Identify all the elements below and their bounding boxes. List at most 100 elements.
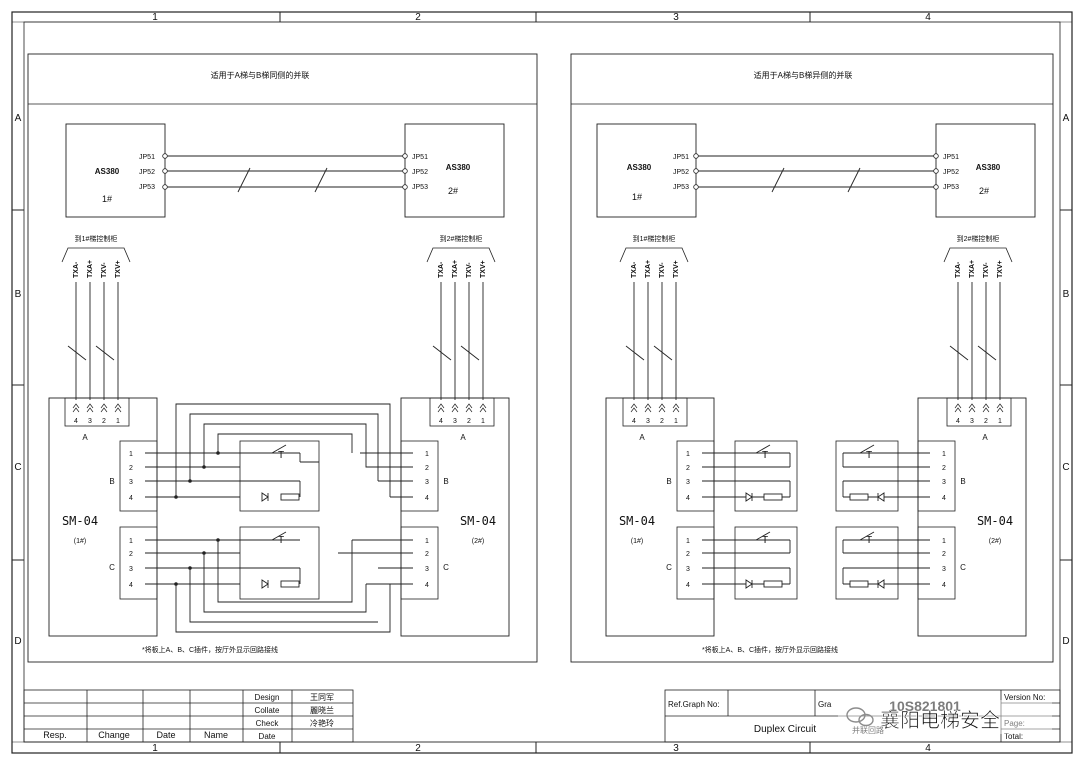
sign-role-check: Check: [256, 719, 280, 728]
left-board-1-unit: (1#): [74, 538, 86, 545]
left-board-1-name: SM-04: [62, 514, 98, 528]
right-board-1-connector-c-label: C: [666, 563, 672, 572]
left-c1-pin-4: 4: [129, 582, 133, 589]
right-controller-2-port-jp51: JP51: [943, 154, 959, 161]
left-c2-pin-3: 3: [425, 566, 429, 573]
left-panel-note: *将板上A、B、C插件，按厅外显示回路接线: [142, 645, 278, 654]
right-board-1-unit: (1#): [631, 538, 643, 545]
left-cross-wiring: [145, 403, 413, 633]
right-board-1-connector-a: [622, 397, 688, 427]
right-button-lamp-1c: [734, 526, 798, 600]
right-board-2-connector-a-label: A: [982, 433, 988, 442]
page-label: Page:: [1004, 719, 1025, 728]
right-jp5-terminals: [693, 153, 939, 190]
left-board-1-connector-a-label: A: [82, 433, 88, 442]
graph-label: Gra: [818, 700, 832, 709]
right-controller-1-model: AS380: [627, 163, 652, 172]
right-board-2-a-pin-4: 4: [956, 418, 960, 425]
left-bc-pin-numbers: 1 2 3 4 1 2 3 4 1 2 3 4 1 2 3 4: [129, 451, 429, 589]
col-label-bottom-3: 3: [673, 743, 679, 754]
right-board-2-connector-b: [917, 440, 956, 512]
right-c1-pin-2: 2: [686, 551, 690, 558]
right-bus-1-txa-plus: TXA+: [645, 260, 652, 278]
right-board-2-name: SM-04: [977, 514, 1013, 528]
left-c1-pin-1: 1: [129, 538, 133, 545]
left-cabinet-2-label: 到2#梯控制柜: [440, 234, 483, 243]
right-button-lamp-2c: [835, 526, 899, 600]
left-bus-2-txa-minus: TXA-: [438, 261, 445, 278]
left-controller-2-model: AS380: [446, 163, 471, 172]
left-panel-border: [27, 53, 538, 663]
left-jp5-wires: [165, 155, 405, 193]
sign-role-collate: Collate: [255, 706, 280, 715]
right-board-1-a-pin-3: 3: [646, 418, 650, 425]
right-panel-title: 适用于A梯与B梯异侧的并联: [754, 70, 853, 80]
drawing-frame: [11, 11, 1073, 754]
col-label-top-2: 2: [415, 12, 421, 23]
left-board-1-a-pin-3: 3: [88, 418, 92, 425]
right-bus-wires: [625, 282, 1001, 400]
sign-role-design: Design: [255, 693, 280, 702]
left-board-2-connector-c-label: C: [443, 563, 449, 572]
left-b1-pin-1: 1: [129, 451, 133, 458]
drawing-title-cn: 并联回路: [852, 725, 884, 735]
right-board-1-a-pin-1: 1: [674, 418, 678, 425]
right-2b-switch-glyph: T: [866, 450, 872, 461]
left-board-2-a-pin-3: 3: [453, 418, 457, 425]
left-bus-1-txa-minus: TXA-: [73, 261, 80, 278]
right-board-1-name: SM-04: [619, 514, 655, 528]
left-b2-pin-3: 3: [425, 479, 429, 486]
row-label-left-b: B: [15, 289, 22, 300]
left-board-2-connector-b-label: B: [443, 477, 448, 486]
right-c2-pin-3: 3: [942, 566, 946, 573]
right-controller-2-unit: 2#: [979, 186, 989, 196]
right-cabinet-2-bracket: [943, 247, 1013, 263]
right-controller-1-unit: 1#: [632, 192, 642, 202]
header-change: Change: [98, 730, 130, 740]
left-board-1-a-pin-2: 2: [102, 418, 106, 425]
left-controller-1-port-jp53: JP53: [139, 184, 155, 191]
left-c2-pin-2: 2: [425, 551, 429, 558]
right-c1-pin-3: 3: [686, 566, 690, 573]
row-label-left-a: A: [15, 113, 22, 124]
right-board-1-connector-a-label: A: [639, 433, 645, 442]
right-b1-pin-4: 4: [686, 495, 690, 502]
right-a-pin-arrows: [630, 403, 1004, 413]
watermark: 襄阳电梯安全: [838, 700, 1052, 734]
right-button-lamp-2b: [835, 440, 899, 512]
row-label-right-d: D: [1062, 636, 1069, 647]
wechat-icon: [846, 707, 874, 727]
left-button-lamp-upper: [239, 440, 320, 512]
right-b2-pin-2: 2: [942, 465, 946, 472]
left-bus-2-txv-plus: TXV+: [480, 260, 487, 278]
left-b1-pin-2: 2: [129, 465, 133, 472]
ref-graph-label: Ref.Graph No:: [668, 700, 720, 709]
sign-name-collate: 麗晓兰: [310, 705, 334, 715]
right-panel-border: [570, 53, 1054, 663]
right-c2-pin-4: 4: [942, 582, 946, 589]
left-panel-title: 适用于A梯与B梯同侧的并联: [211, 70, 310, 80]
left-button-lamp-lower: [239, 526, 320, 600]
right-board-2-a-pin-1: 1: [998, 418, 1002, 425]
left-board-2-a-pin-4: 4: [439, 418, 443, 425]
right-cabinet-2-label: 到2#梯控制柜: [957, 234, 1000, 243]
right-c1-pin-4: 4: [686, 582, 690, 589]
title-block: [23, 689, 1061, 743]
left-board-1-connector-b: [119, 440, 158, 512]
right-controller-2-model: AS380: [976, 163, 1001, 172]
left-controller-2-port-jp51: JP51: [412, 154, 428, 161]
left-c2-pin-1: 1: [425, 538, 429, 545]
col-label-bottom-2: 2: [415, 743, 421, 754]
left-board-2-connector-a: [429, 397, 495, 427]
left-board-2-connector-a-label: A: [460, 433, 466, 442]
header-resp: Resp.: [43, 730, 67, 740]
col-label-bottom-1: 1: [152, 743, 158, 754]
left-bus-1-txv-plus: TXV+: [115, 260, 122, 278]
right-board-2-unit: (2#): [989, 538, 1001, 545]
left-c2-pin-4: 4: [425, 582, 429, 589]
right-controller-1-port-jp53: JP53: [673, 184, 689, 191]
left-wire-junctions: [174, 451, 220, 586]
left-board-1-connector-b-label: B: [109, 477, 114, 486]
left-b2-pin-2: 2: [425, 465, 429, 472]
right-jp5-wires: [696, 155, 936, 193]
